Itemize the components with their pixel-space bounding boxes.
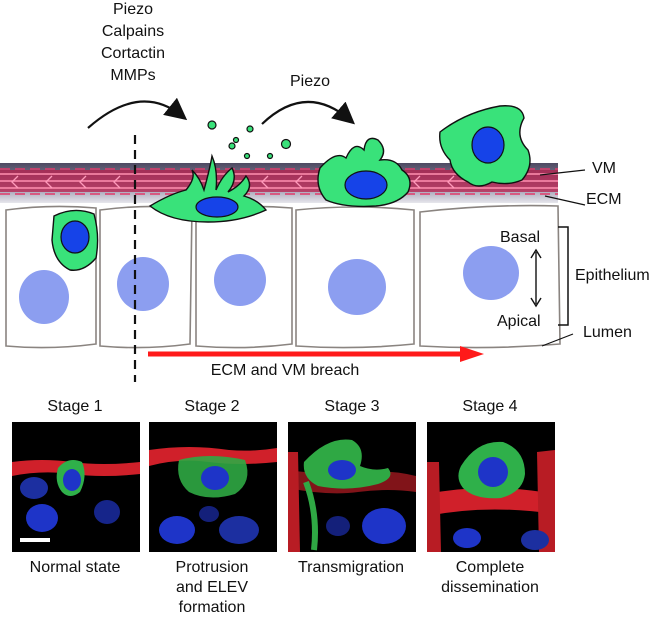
label-leader-lines xyxy=(539,169,586,347)
ecm-label: ECM xyxy=(586,191,622,208)
stage-2-micrograph xyxy=(149,422,277,552)
stage-3-caption: Transmigration xyxy=(276,558,426,578)
vm-label: VM xyxy=(592,160,616,177)
stage1-cell-schematic xyxy=(51,209,99,271)
stage-3-caption-line: Transmigration xyxy=(297,559,405,576)
stage-2-caption-line-3: formation xyxy=(178,599,246,616)
stage-2-caption: Protrusion and ELEV formation xyxy=(137,558,287,618)
stage-4-caption-line-2: dissemination xyxy=(441,579,539,596)
epithelium-label: Epithelium xyxy=(575,267,650,284)
stage-4-micrograph xyxy=(427,422,555,552)
breach-label: ECM and VM breach xyxy=(210,362,360,379)
factor-label-mmps: MMPs xyxy=(110,67,156,84)
stage-2-caption-line-1: Protrusion xyxy=(175,559,249,576)
lumen-label: Lumen xyxy=(583,324,632,341)
stage-1-caption-line: Normal state xyxy=(29,559,121,576)
stage-3-title: Stage 3 xyxy=(324,398,380,415)
stage-4-caption-line-1: Complete xyxy=(455,559,525,576)
stage-1-caption: Normal state xyxy=(0,558,150,578)
factor-label-piezo: Piezo xyxy=(112,1,154,18)
stage-4-caption: Complete dissemination xyxy=(415,558,565,598)
curved-arrow-left xyxy=(87,97,188,129)
vesicles xyxy=(207,120,292,160)
stage-3-micrograph xyxy=(288,422,416,552)
basal-label: Basal xyxy=(500,229,541,246)
apical-label: Apical xyxy=(497,313,541,330)
epithelium-bracket xyxy=(558,226,569,326)
epithelial-nuclei xyxy=(19,246,519,324)
basal-apical-arrow xyxy=(530,248,542,308)
scale-bar xyxy=(20,538,50,542)
stage-2-caption-line-2: and ELEV xyxy=(175,579,249,596)
stage-1-title: Stage 1 xyxy=(47,398,103,415)
breach-arrow xyxy=(148,346,484,362)
factor-label-calpains: Calpains xyxy=(101,23,165,40)
stage3-cell-schematic xyxy=(317,137,411,208)
factor-label-piezo-right: Piezo xyxy=(289,73,331,90)
stage2-cell-schematic xyxy=(148,153,268,223)
stage-2-title: Stage 2 xyxy=(184,398,240,415)
stage4-cell-schematic xyxy=(439,105,531,187)
factor-label-cortactin: Cortactin xyxy=(100,45,166,62)
stage-1-micrograph xyxy=(12,422,140,552)
stage-4-title: Stage 4 xyxy=(462,398,518,415)
curved-arrow-right xyxy=(261,100,355,125)
